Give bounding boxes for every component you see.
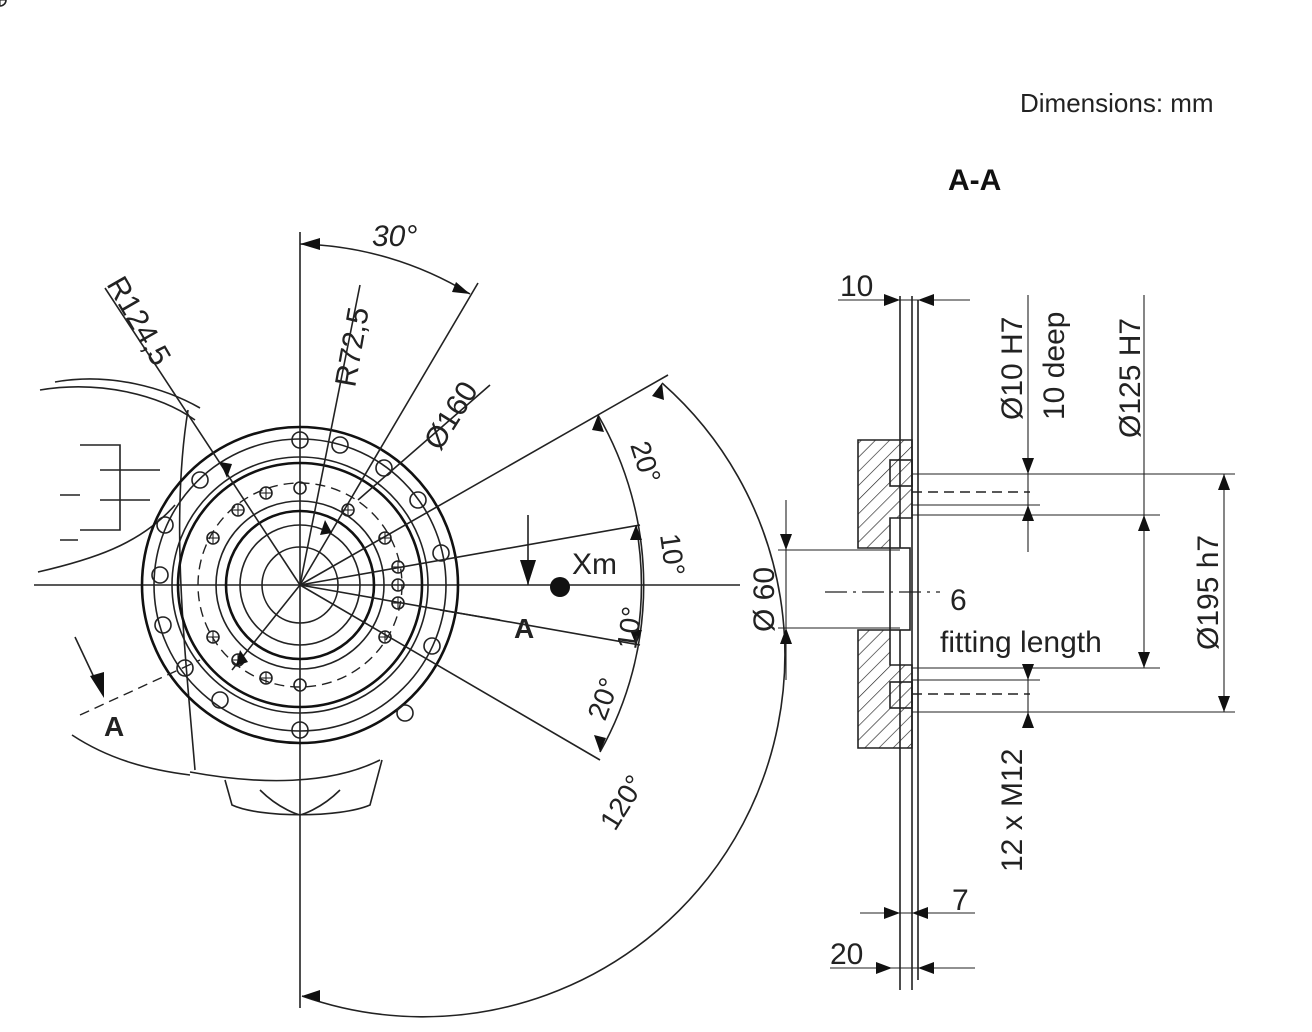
fit-6-label: 6 <box>950 584 967 617</box>
angle-10-lower-label: 10° <box>611 605 648 651</box>
section-mark-left: A <box>104 711 124 742</box>
bore-60-label: Ø 60 <box>748 567 781 632</box>
angle-30-label: 30° <box>372 220 417 253</box>
tcp-point <box>550 577 570 597</box>
units-note: Dimensions: mm <box>1020 88 1214 118</box>
pin-hole-label: Ø10 H7 <box>996 317 1029 420</box>
tcp-label: Xm <box>572 548 617 581</box>
fitting-length-label: fitting length <box>940 626 1102 659</box>
flange-outer-circle <box>140 425 460 745</box>
flange-section-upper <box>857 439 913 549</box>
angle-120-label: 120° <box>594 770 651 836</box>
angle-20-upper-label: 20° <box>624 437 667 487</box>
angle-10-upper-label: 10° <box>654 532 691 578</box>
bolt-circle-label: Ø160 <box>418 376 485 456</box>
flange-section-lower <box>857 629 913 749</box>
section-view: 10 Ø10 H7 10 deep Ø125 H7 Ø 60 6 fitting… <box>748 270 1235 990</box>
threads-label: 12 x M12 <box>996 749 1029 872</box>
dim-20-label: 20 <box>830 938 863 971</box>
threaded-holes <box>0 0 405 692</box>
pin-depth-label: 10 deep <box>1038 312 1071 420</box>
front-view: 30° R124,5 R72,5 Ø160 20° 10° 10° 20° 12… <box>0 0 786 1018</box>
radius-124-label: R124,5 <box>100 271 177 371</box>
arm-outline <box>37 378 383 816</box>
bore-125-label: Ø125 H7 <box>1114 318 1147 438</box>
spigot-195-label: Ø195 h7 <box>1192 535 1225 650</box>
radius-72-label: R72,5 <box>329 305 375 390</box>
section-title: A-A <box>948 164 1002 197</box>
section-mark-right: A <box>514 613 534 644</box>
dim-10-label: 10 <box>840 270 873 303</box>
dim-7-label: 7 <box>952 884 969 917</box>
angle-20-lower-label: 20° <box>582 674 626 724</box>
outer-holes <box>151 431 450 739</box>
